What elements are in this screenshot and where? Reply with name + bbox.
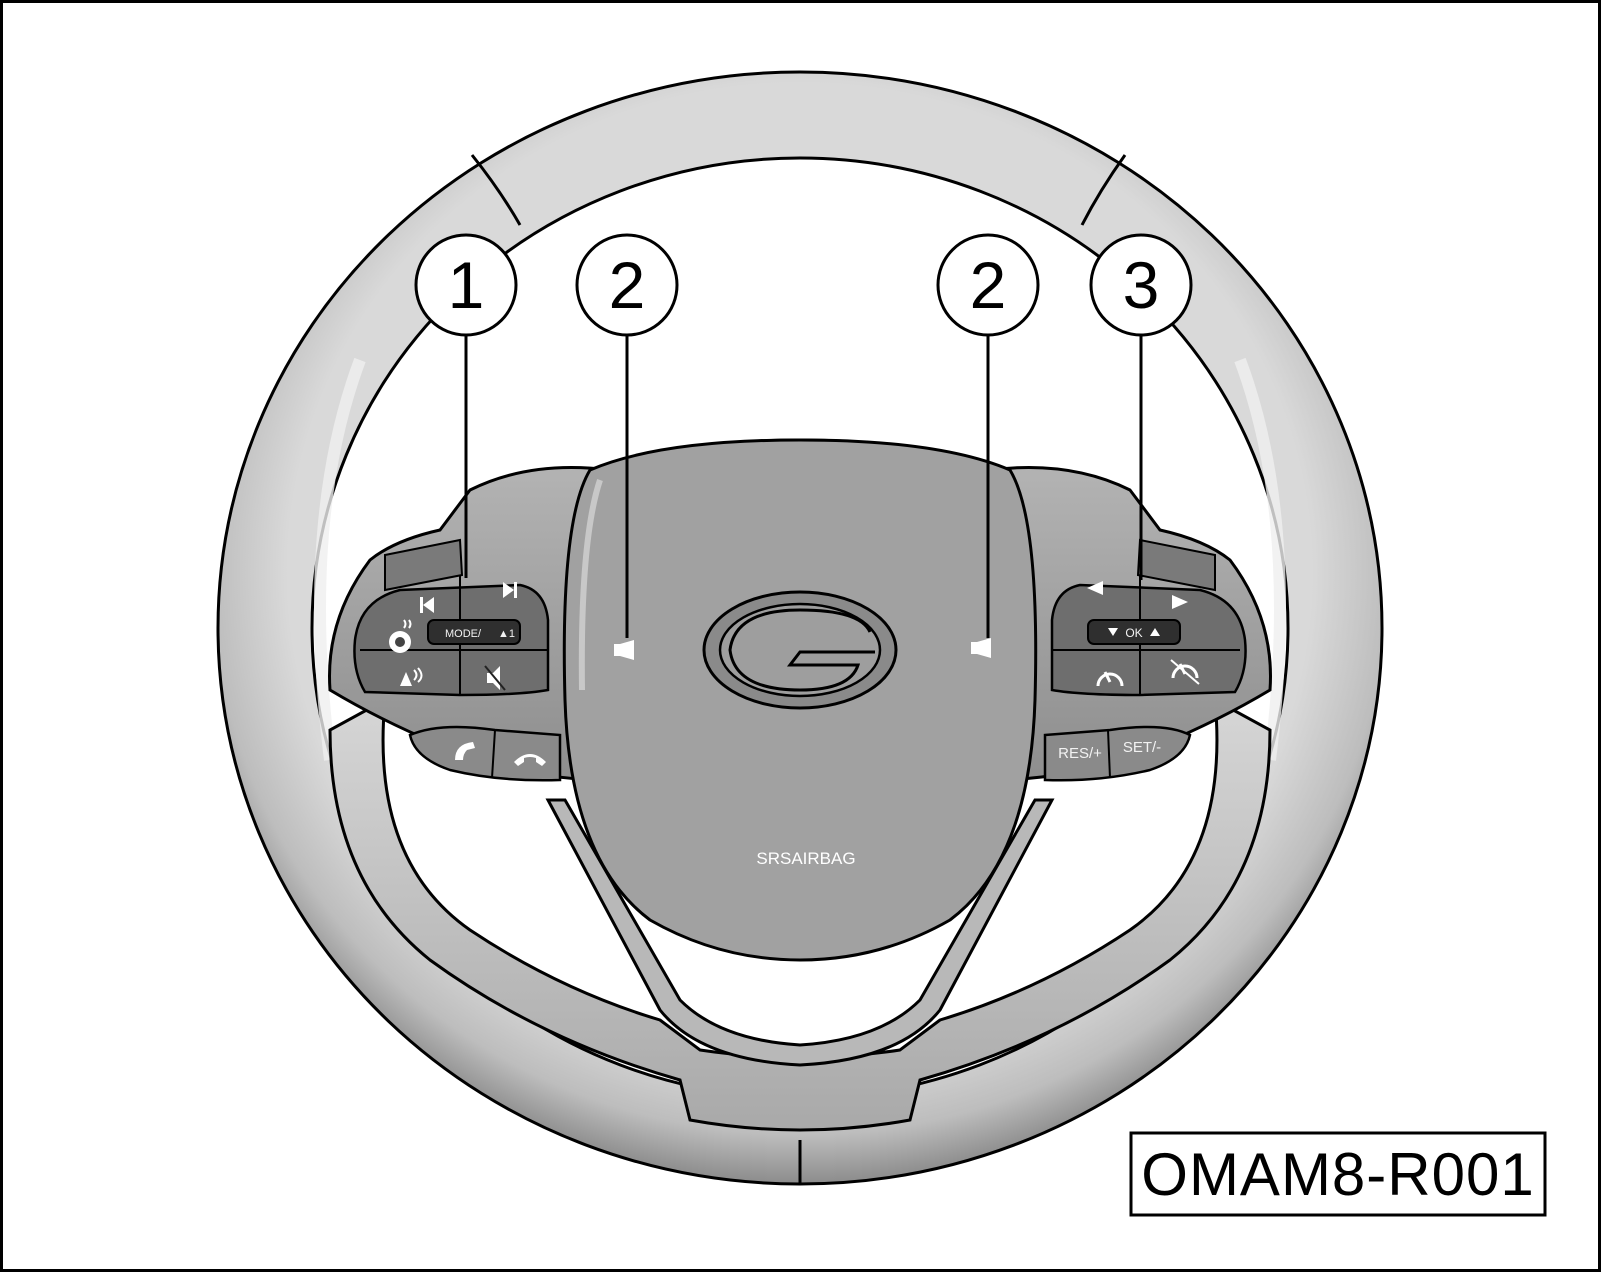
phone-answer-icon[interactable] [455, 742, 475, 760]
horn-icon [614, 640, 634, 660]
callout-3: 3 [1089, 233, 1193, 337]
svg-text:3: 3 [1123, 248, 1160, 322]
svg-text:2: 2 [609, 248, 646, 322]
cruise-control-icon[interactable] [1096, 671, 1124, 687]
mode-button-label: MODE/ [445, 628, 482, 640]
svg-text:2: 2 [970, 248, 1007, 322]
callout-1: 1 [414, 233, 518, 337]
left-control-pad: MODE/ ▲1 [328, 466, 612, 782]
right-control-pad: OK RES/+ SET/- [988, 466, 1272, 782]
lower-spoke [328, 697, 1272, 1132]
figure-code-box: OMAM8-R001 [1129, 1131, 1547, 1217]
figure-code: OMAM8-R001 [1141, 1141, 1534, 1208]
airbag-label: SRSAIRBAG [756, 849, 855, 868]
set-button-label[interactable]: SET/- [1123, 739, 1161, 756]
horn-icon [971, 638, 991, 658]
right-arrow-icon[interactable] [1172, 595, 1188, 609]
mute-icon[interactable] [484, 665, 506, 691]
mode-button[interactable] [427, 619, 521, 645]
callout-leaders [464, 336, 1143, 638]
phone-hangup-icon[interactable] [514, 754, 546, 766]
airbag-hub: SRSAIRBAG [562, 438, 1038, 962]
callout-2-right: 2 [936, 233, 1040, 337]
cruise-off-icon[interactable] [1170, 659, 1200, 685]
next-track-icon[interactable] [503, 582, 517, 598]
ok-button-label: OK [1125, 626, 1142, 640]
svg-text:▲1: ▲1 [498, 628, 515, 640]
prev-track-icon[interactable] [420, 597, 434, 613]
ok-button[interactable] [1087, 619, 1181, 645]
svg-text:1: 1 [448, 248, 485, 322]
voice-control-icon[interactable] [400, 667, 423, 686]
callout-2-left: 2 [575, 233, 679, 337]
left-arrow-icon[interactable] [1087, 581, 1103, 595]
steering-heat-icon[interactable] [389, 619, 412, 653]
brand-logo-icon [702, 590, 898, 710]
res-button-label[interactable]: RES/+ [1058, 745, 1102, 762]
